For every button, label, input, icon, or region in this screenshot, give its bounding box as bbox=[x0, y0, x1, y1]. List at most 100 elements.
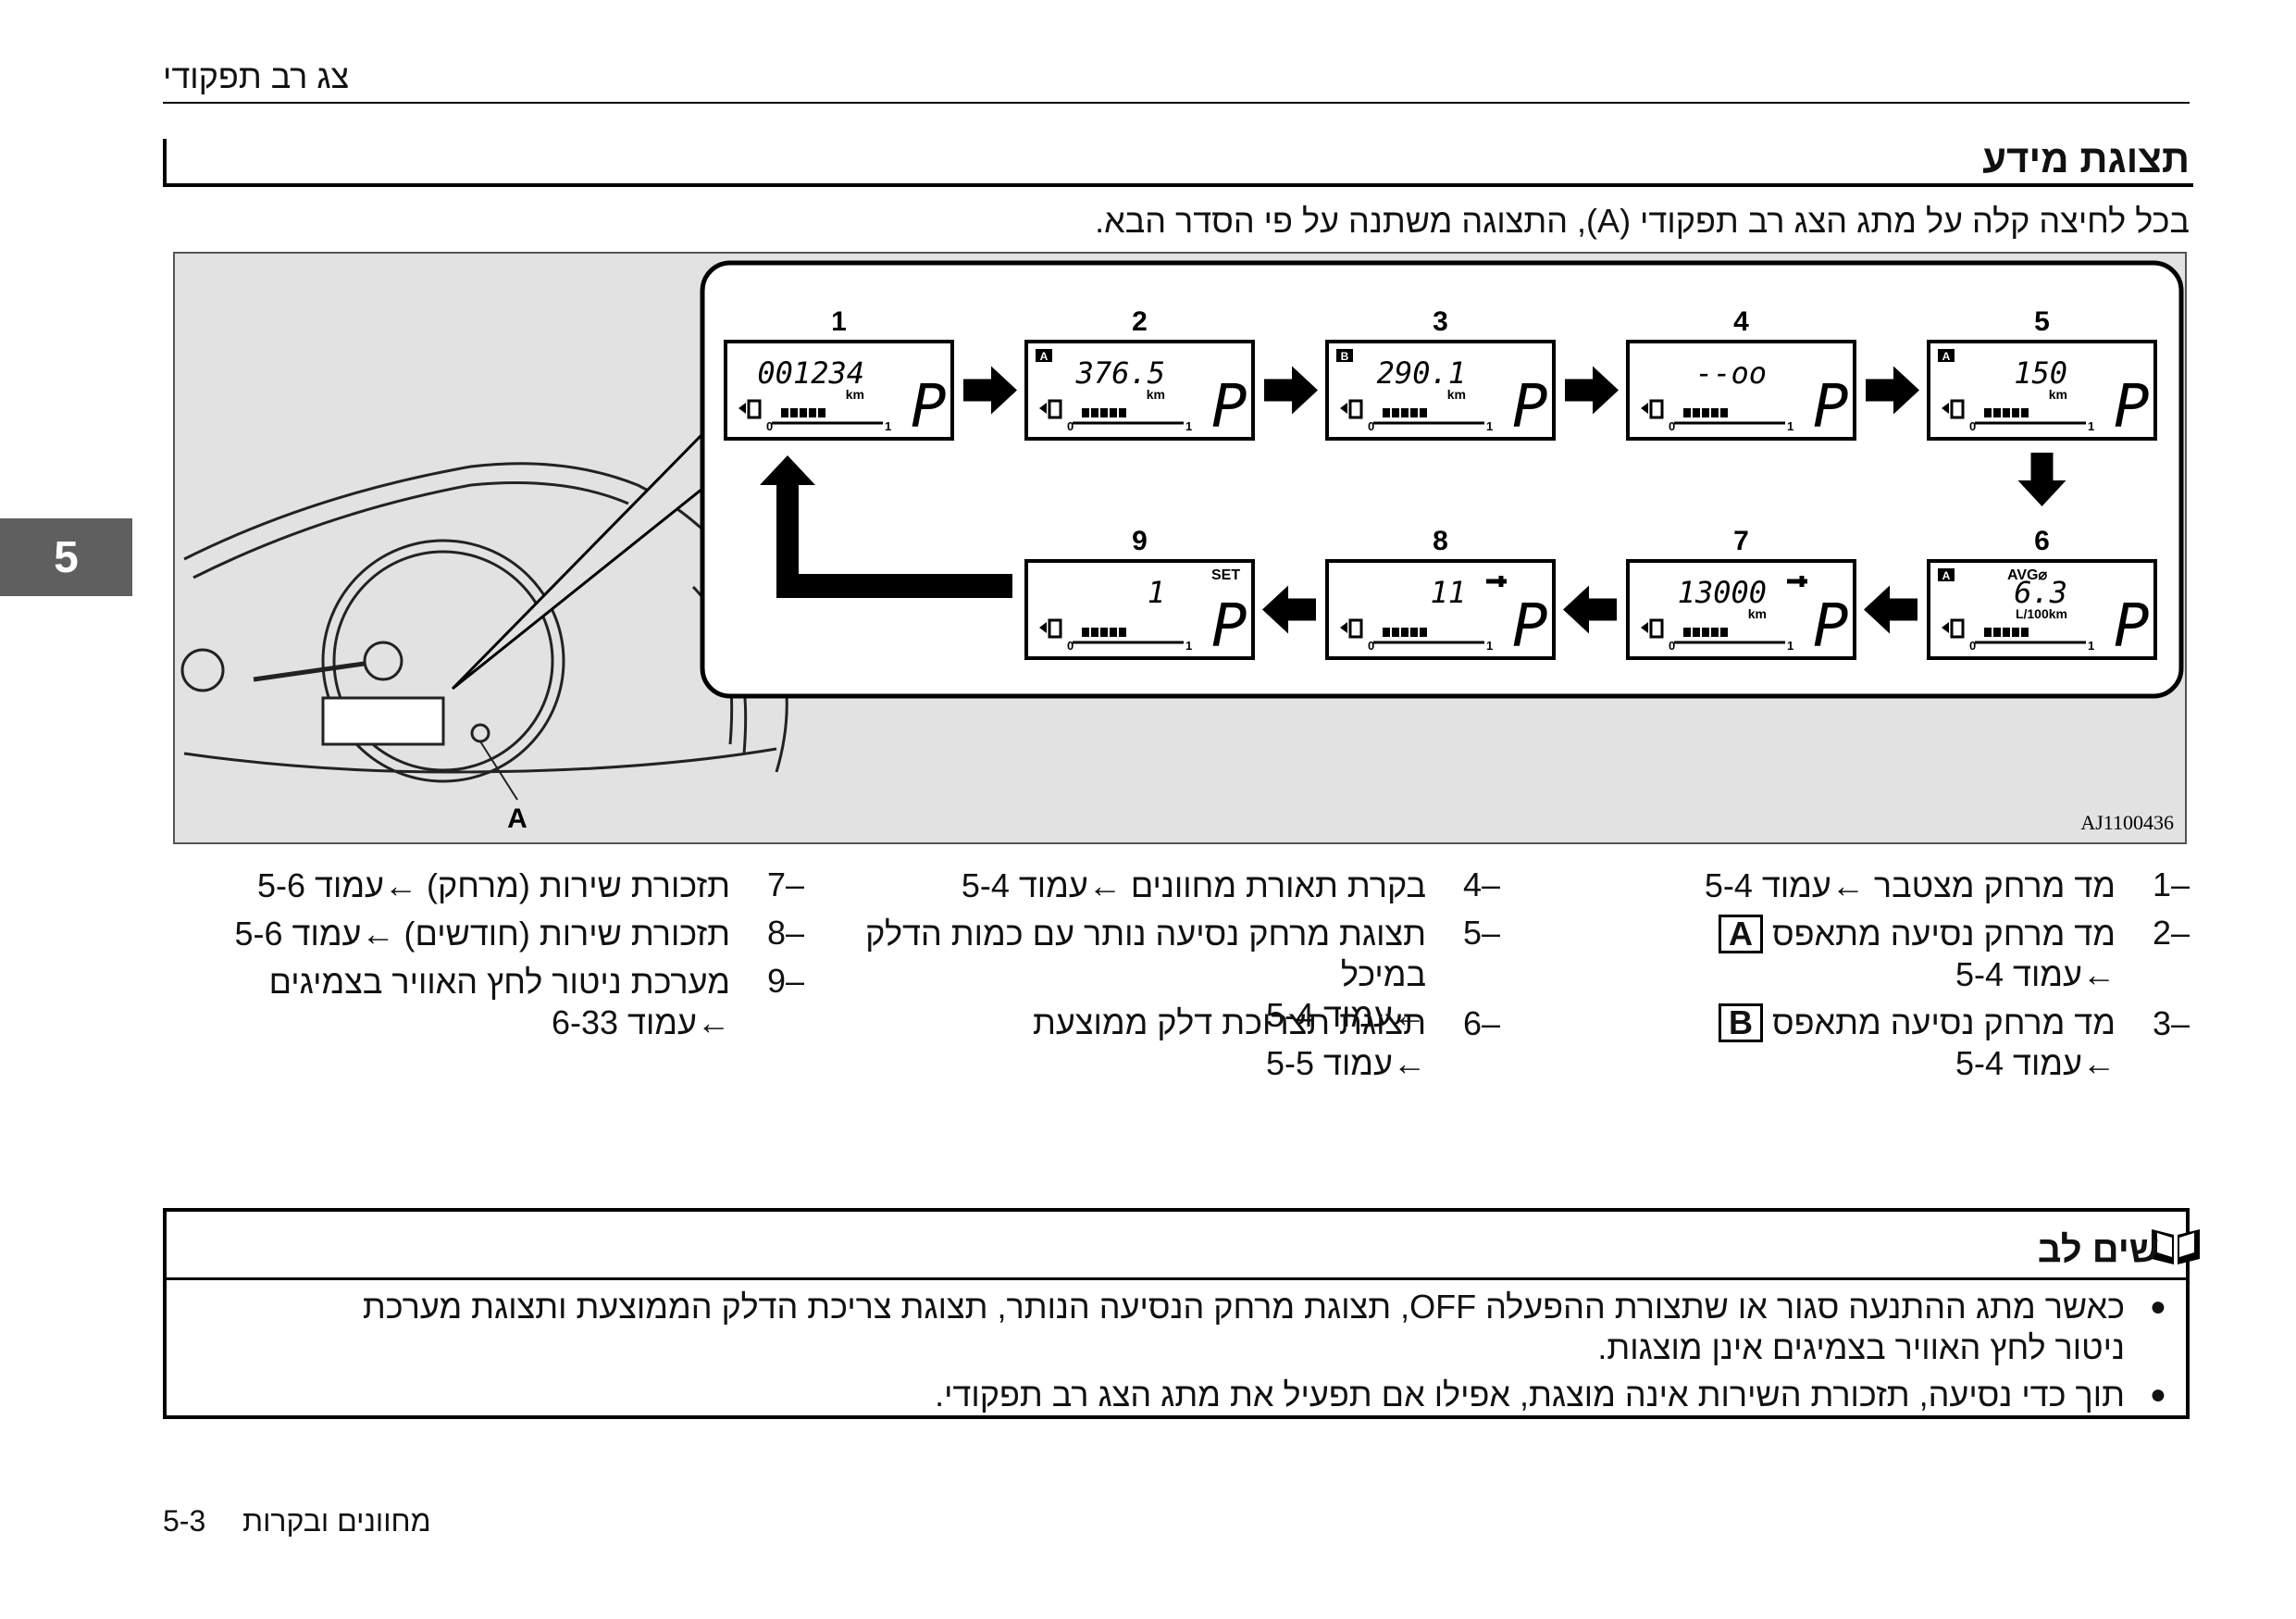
trip-badge: B bbox=[1341, 350, 1349, 363]
figure-code: AJ1100436 bbox=[2080, 811, 2174, 834]
arrow-return-icon bbox=[760, 455, 1012, 598]
fuel-pump-body bbox=[1348, 618, 1363, 639]
boxed-letter-b: B bbox=[1718, 1003, 1763, 1042]
fuel-bar-segment bbox=[1693, 408, 1700, 417]
page-ref: ←עמוד 6-33 bbox=[551, 1003, 730, 1041]
legend-item-1: מד מרחק מצטבר ←עמוד 5-4 bbox=[1616, 866, 2116, 906]
fuel-bar-segment bbox=[1683, 408, 1691, 417]
lcd-unit: km bbox=[1447, 387, 1466, 402]
note-bullet-1: כאשר מתג ההתנעה סגור או שתצורת ההפעלה OF… bbox=[362, 1288, 2125, 1366]
legend-text: תצוגת מרחק נסיעה נותר עם כמות הדלק במיכל bbox=[865, 915, 1426, 993]
legend-text: תזכורת שירות (חודשים) bbox=[403, 915, 730, 953]
note-box bbox=[163, 1208, 2190, 1419]
lcd-unit: km bbox=[846, 387, 864, 402]
fuel-pump-body bbox=[1348, 399, 1363, 419]
fuel-bar-segment bbox=[1091, 628, 1098, 637]
fuel-bar-segment bbox=[1702, 628, 1709, 637]
legend-column-1: –1 מד מרחק מצטבר ←עמוד 5-4 –2 מד מרחק נס… bbox=[1625, 866, 2190, 1088]
fuel-scale-max: 1 bbox=[885, 419, 891, 433]
page-number: 5-3 bbox=[163, 1504, 206, 1538]
lcd-value: 13000 bbox=[1678, 575, 1767, 610]
panel-number: 9 bbox=[1132, 526, 1148, 556]
fuel-bar-segment bbox=[1683, 628, 1691, 637]
lcd-value: 376.5 bbox=[1075, 355, 1165, 391]
fuel-bar-segment bbox=[1119, 628, 1126, 637]
fuel-bar-segment bbox=[1420, 628, 1427, 637]
legend-num: –2 bbox=[2152, 914, 2190, 952]
lcd-unit: km bbox=[1748, 606, 1767, 621]
lcd-value: 150 bbox=[2014, 355, 2067, 391]
gear-indicator: P bbox=[1813, 592, 1849, 661]
legend-num: –3 bbox=[2152, 1004, 2190, 1042]
fuel-pump-icon bbox=[1641, 403, 1648, 414]
legend-column-2: –4 בקרת תאורת מחוונים ←עמוד 5-4 –5 תצוגת… bbox=[834, 866, 1500, 1088]
trip-badge: A bbox=[1040, 350, 1049, 363]
legend-text: בקרת תאורת מחוונים bbox=[1130, 866, 1426, 904]
legend-item-2: מד מרחק נסיעה מתאפס A ←עמוד 5-4 bbox=[1616, 914, 2116, 995]
panel-number: 6 bbox=[2034, 526, 2050, 556]
fuel-bar-segment bbox=[1383, 408, 1390, 417]
gear-indicator: P bbox=[1512, 373, 1548, 442]
fuel-bar-segment bbox=[1100, 408, 1108, 417]
lcd-value: 6.3 bbox=[2014, 575, 2067, 610]
open-book-icon bbox=[2148, 1222, 2203, 1273]
fuel-pump-body bbox=[1048, 399, 1062, 419]
panel-number: 2 bbox=[1132, 306, 1148, 337]
lcd-value: 11 bbox=[1430, 575, 1466, 610]
badge-bg bbox=[1336, 349, 1353, 362]
panel-number: 7 bbox=[1733, 526, 1749, 556]
legend-text: מד מרחק מצטבר bbox=[1873, 866, 2116, 904]
fuel-bar-segment bbox=[1082, 408, 1089, 417]
lcd-value: 1 bbox=[1148, 575, 1165, 610]
callout-letter: A bbox=[507, 803, 527, 834]
fuel-scale-max: 1 bbox=[1787, 639, 1793, 653]
fuel-pump-icon bbox=[738, 403, 746, 414]
fuel-bar-segment bbox=[1984, 408, 1992, 417]
arrow-down-icon bbox=[2017, 453, 2066, 506]
page-ref: ←עמוד 5-4 bbox=[1955, 955, 2116, 993]
page-ref: ←עמוד 5-6 bbox=[234, 915, 395, 953]
fuel-pump-icon bbox=[1340, 622, 1347, 633]
trip-badge: A bbox=[1942, 569, 1951, 582]
arrow-left-icon bbox=[1864, 585, 1917, 634]
arrow-right-icon bbox=[963, 366, 1017, 415]
badge-bg bbox=[1036, 349, 1052, 362]
arrow-left-icon bbox=[1262, 585, 1316, 634]
fuel-pump-body bbox=[1950, 618, 1965, 639]
fuel-bar-segment bbox=[1420, 408, 1427, 417]
fuel-bar-segment bbox=[818, 408, 825, 417]
wrench-icon bbox=[1486, 576, 1507, 587]
fuel-scale-max: 1 bbox=[1486, 639, 1493, 653]
fuel-bar-segment bbox=[1110, 408, 1117, 417]
arrow-right-icon bbox=[1866, 366, 1919, 415]
fuel-bar-segment bbox=[2003, 628, 2010, 637]
sequence-arrows bbox=[760, 366, 2066, 634]
fuel-scale-max: 1 bbox=[1486, 419, 1493, 433]
fuel-pump-icon bbox=[1039, 403, 1047, 414]
page-ref: ←עמוד 5-4 bbox=[1704, 866, 1865, 904]
fuel-bar-segment bbox=[1720, 408, 1728, 417]
lcd-unit: km bbox=[2049, 387, 2067, 402]
fuel-bar-segment bbox=[1711, 408, 1719, 417]
fuel-pump-body bbox=[747, 399, 762, 419]
instrument-cluster bbox=[180, 462, 788, 801]
legend-num: –1 bbox=[2152, 866, 2190, 903]
page-ref: ←עמוד 5-4 bbox=[1955, 1044, 2116, 1082]
fuel-scale-max: 1 bbox=[2088, 419, 2094, 433]
legend-item-4: בקרת תאורת מחוונים ←עמוד 5-4 bbox=[834, 866, 1426, 906]
legend-text: תצוגת תצרוכת דלק ממוצעת bbox=[1033, 1003, 1426, 1041]
legend-text: מד מרחק נסיעה מתאפס bbox=[1771, 915, 2116, 953]
bullet-dot: ● bbox=[2149, 1291, 2166, 1322]
legend-text: מערכת ניטור לחץ האוויר בצמיגים bbox=[268, 963, 730, 1001]
lcd-unit: km bbox=[1147, 387, 1165, 402]
page-ref: ←עמוד 5-4 bbox=[1265, 996, 1426, 1034]
fuel-scale-min: 0 bbox=[1368, 639, 1374, 653]
wrench-icon bbox=[1787, 576, 1807, 587]
